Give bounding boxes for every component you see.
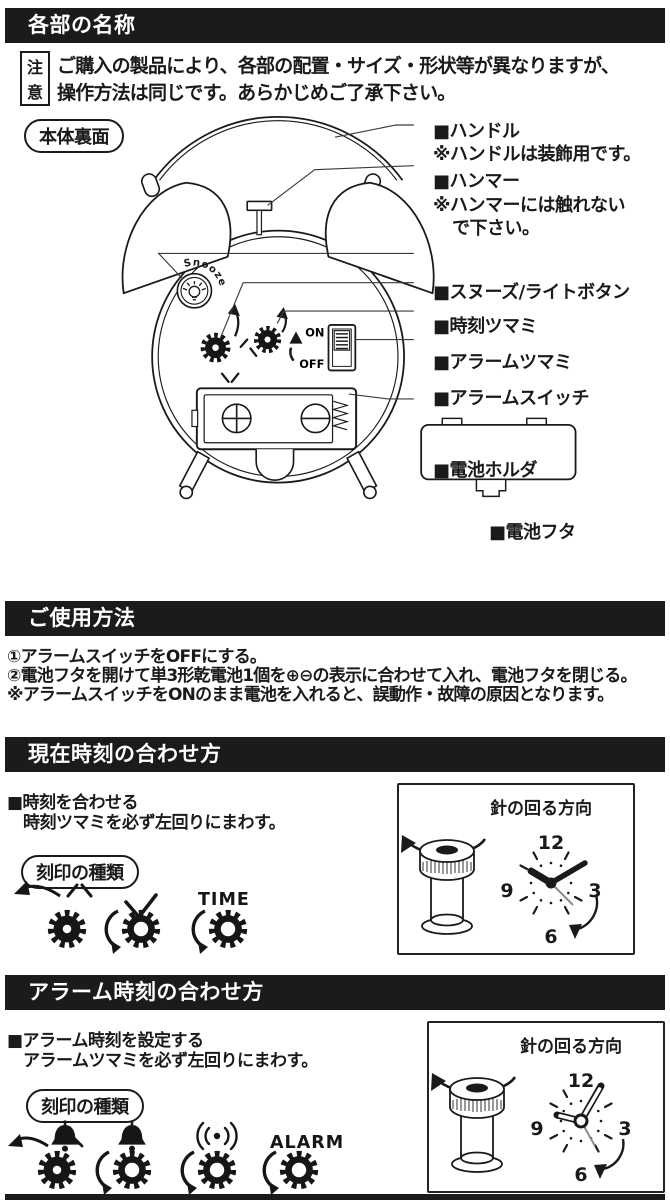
numeral-12: 12 (568, 1070, 594, 1092)
time-set-instruction: 時刻ツマミを必ず左回りにまわす。 (23, 813, 286, 833)
leader-handle (334, 124, 414, 138)
leader-alarm-knob (276, 310, 414, 324)
view-tag: 本体裏面 (24, 119, 124, 153)
numeral-9: 9 (500, 880, 513, 902)
pendulum-tab (255, 449, 295, 481)
bell-left (121, 181, 232, 295)
section-title-alarm-set: アラーム時刻の合わせ方 (5, 975, 665, 1010)
next-section-bar (5, 1194, 665, 1200)
bell-post-left (140, 173, 161, 198)
alarm-knob-illustration (431, 1073, 517, 1173)
label-alarm-switch: ■アラームスイッチ (433, 388, 589, 409)
gear-bell-icon (95, 1119, 147, 1194)
time-knob-illustration (401, 835, 487, 935)
dial-dots (559, 1099, 603, 1143)
battery-plus-icon (221, 403, 252, 434)
foot-right (346, 450, 378, 500)
alarm-clock-face: 12 3 6 9 (530, 1070, 631, 1186)
label-handle-note: ※ハンドルは装飾用です。 (433, 144, 641, 165)
caution-badge: 注 意 (20, 51, 50, 106)
leader-battery-holder (348, 393, 414, 400)
leader-hammer (267, 165, 414, 206)
label-handle: ■ハンドル (433, 121, 520, 142)
gear-time-icon: TIME (191, 890, 250, 954)
time-stamp-label: TIME (198, 890, 250, 910)
time-clock-face: 12 3 6 9 (500, 832, 601, 948)
usage-step-2: ②電池フタを開けて単3形乾電池1個を⊕⊖の表示に合わせて入れ、電池フタを閉じる。 (7, 666, 638, 686)
light-bulb-icon (182, 281, 207, 301)
handle (153, 116, 404, 181)
clock-center (573, 1113, 589, 1129)
alarm-stamp-label: ALARM (270, 1133, 344, 1153)
alarm-set-heading: ■アラーム時刻を設定する (7, 1031, 204, 1051)
label-battery-holder: ■電池ホルダ (433, 460, 538, 481)
numeral-3: 3 (588, 880, 601, 902)
label-hammer-note1: ※ハンマーには触れない (433, 195, 626, 216)
label-hammer: ■ハンマー (433, 171, 520, 192)
time-box-title: 針の回る方向 (490, 798, 592, 819)
switch-on-label: ON (305, 325, 324, 339)
ccw-direction-arrow (577, 894, 599, 931)
time-direction-illustration: 針の回る方向 12 3 6 9 (401, 798, 602, 948)
minute-hand-fill (580, 1087, 602, 1121)
label-battery-cover: ■電池フタ (489, 522, 576, 543)
gear-alarm-icon: ALARM (262, 1133, 344, 1194)
alarm-box-title: 針の回る方向 (520, 1036, 622, 1057)
caution-badge-top: 注 (26, 58, 43, 77)
switch-off-label: OFF (299, 357, 324, 371)
alarm-direction-box: 針の回る方向 12 3 6 9 (427, 1021, 665, 1193)
time-direction-box: 針の回る方向 12 3 6 9 (397, 783, 635, 955)
battery-minus-icon (300, 403, 331, 434)
stamp-tag-alarm: 刻印の種類 (26, 1089, 144, 1123)
alarm-switch: ON OFF (299, 324, 357, 372)
battery-holder (191, 387, 358, 451)
label-time-knob: ■時刻ツマミ (433, 316, 538, 337)
time-knob-gear (203, 303, 258, 383)
gear-sound-icon (180, 1121, 238, 1194)
battery-spring (331, 400, 350, 431)
caution-badge-bottom: 意 (26, 83, 43, 102)
section-title-time-set: 現在時刻の合わせ方 (5, 737, 665, 772)
numeral-9: 9 (530, 1118, 543, 1140)
clock-center (545, 877, 557, 889)
label-hammer-note2: で下さい。 (452, 218, 540, 239)
caution-text-line1: ご購入の製品により、各部の配置・サイズ・形状等が異なりますが、 (57, 55, 620, 77)
clock-back-diagram: Snooze ON OFF (121, 116, 577, 500)
numeral-12: 12 (538, 832, 564, 854)
ccw-direction-arrow (602, 1138, 625, 1171)
leader-time-knob (219, 282, 414, 339)
time-set-heading: ■時刻を合わせる (7, 793, 139, 813)
alarm-stamp-icons: ALARM (8, 1119, 344, 1194)
section-title-parts: 各部の名称 (5, 8, 665, 43)
gear-bell-ccw-icon (8, 1119, 84, 1185)
numeral-6: 6 (544, 926, 557, 948)
time-stamp-icons: TIME (14, 881, 250, 954)
leader-snooze (157, 252, 414, 280)
section-title-usage: ご使用方法 (5, 601, 665, 636)
label-snooze: ■スヌーズ/ライトボタン (433, 282, 630, 303)
foot-left (178, 450, 211, 500)
minute-hand (548, 860, 588, 886)
numeral-6: 6 (574, 1164, 587, 1186)
stamp-tag-time: 刻印の種類 (21, 855, 139, 889)
bell-right (324, 181, 435, 295)
alarm-set-instruction: アラームツマミを必ず左回りにまわす。 (23, 1051, 318, 1071)
numeral-3: 3 (618, 1118, 631, 1140)
label-alarm-knob: ■アラームツマミ (433, 352, 572, 373)
usage-step-1: ①アラームスイッチをOFFにする。 (7, 647, 267, 667)
leader-lines (157, 124, 414, 400)
hammer (246, 200, 273, 236)
battery-cover (420, 417, 577, 498)
caution-text-line2: 操作方法は同じです。あらかじめご了承下さい。 (57, 82, 456, 104)
alarm-direction-illustration: 針の回る方向 12 3 6 9 (431, 1036, 632, 1186)
gear-ccw-arrow-icon (14, 881, 93, 945)
gear-hands-icon (104, 893, 156, 954)
usage-step-3: ※アラームスイッチをONのまま電池を入れると、誤動作・故障の原因となります。 (7, 685, 614, 705)
